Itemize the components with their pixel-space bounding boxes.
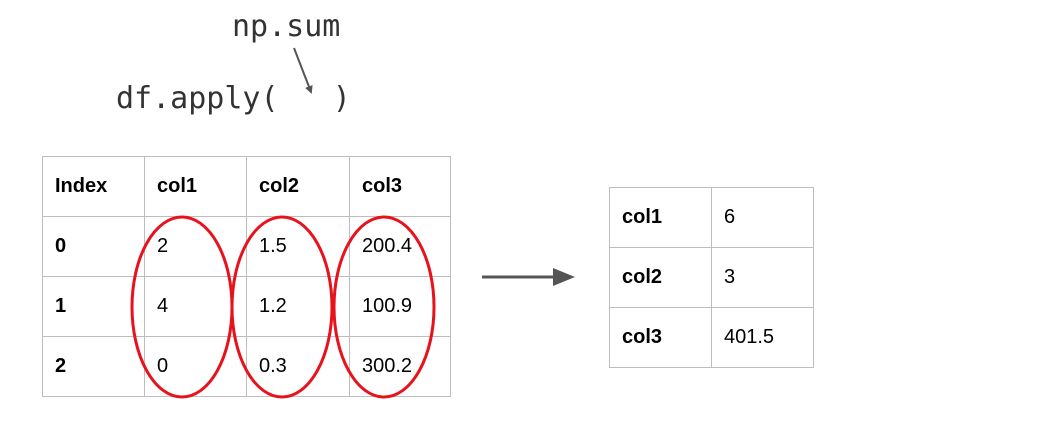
table-cell: 0 bbox=[144, 336, 247, 397]
result-arrow-head bbox=[553, 268, 575, 286]
result-series-table: col1 6 col2 3 col3 401.5 bbox=[609, 187, 814, 368]
row-index-cell: 2 bbox=[42, 336, 145, 397]
result-value-cell: 3 bbox=[711, 247, 814, 308]
header-col3: col3 bbox=[349, 156, 451, 217]
table-cell: 300.2 bbox=[349, 336, 451, 397]
row-index-cell: 1 bbox=[42, 276, 145, 337]
table-header-row: Index col1 col2 col3 bbox=[42, 156, 451, 217]
header-index: Index bbox=[42, 156, 145, 217]
table-row: col1 6 bbox=[609, 187, 814, 248]
result-label-cell: col2 bbox=[609, 247, 712, 308]
result-label-cell: col1 bbox=[609, 187, 712, 248]
insert-arrow bbox=[293, 47, 313, 94]
result-value-cell: 401.5 bbox=[711, 307, 814, 368]
header-col2: col2 bbox=[246, 156, 350, 217]
table-cell: 1.5 bbox=[246, 216, 350, 277]
result-label-cell: col3 bbox=[609, 307, 712, 368]
col2-highlight-ellipse bbox=[230, 215, 334, 399]
function-argument-label: np.sum bbox=[232, 9, 341, 44]
table-cell: 200.4 bbox=[349, 216, 451, 277]
col1-highlight-ellipse bbox=[130, 215, 234, 399]
result-value-cell: 6 bbox=[711, 187, 814, 248]
table-row: 2 0 0.3 300.2 bbox=[42, 336, 451, 397]
table-row: col2 3 bbox=[609, 247, 814, 308]
apply-call-label: df.apply( ) bbox=[116, 81, 351, 116]
col3-highlight-ellipse bbox=[332, 215, 436, 399]
header-col1: col1 bbox=[144, 156, 247, 217]
table-row: col3 401.5 bbox=[609, 307, 814, 368]
